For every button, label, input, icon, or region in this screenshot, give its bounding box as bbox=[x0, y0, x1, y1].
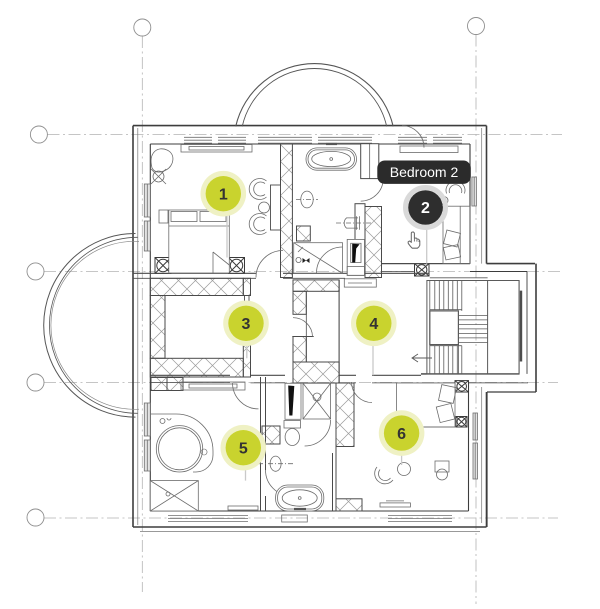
svg-text:1: 1 bbox=[219, 186, 228, 203]
svg-text:Bedroom 2: Bedroom 2 bbox=[390, 164, 459, 180]
svg-text:3: 3 bbox=[242, 316, 251, 333]
svg-text:5: 5 bbox=[239, 440, 248, 457]
svg-text:6: 6 bbox=[397, 426, 406, 443]
svg-text:4: 4 bbox=[369, 316, 378, 333]
svg-text:2: 2 bbox=[421, 200, 430, 217]
